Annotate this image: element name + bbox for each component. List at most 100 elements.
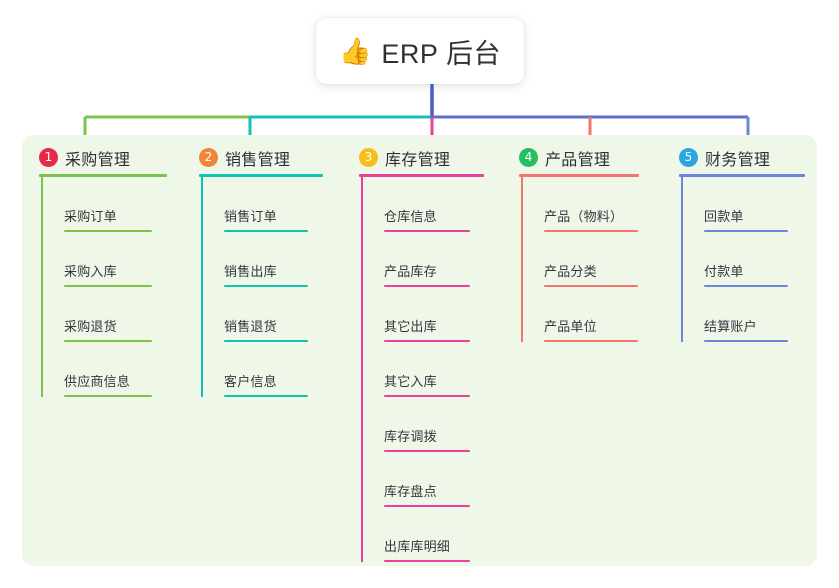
branch-item-underline [224,285,308,287]
branch-item[interactable]: 产品（物料） [521,177,662,232]
branch-item[interactable]: 回款单 [681,177,822,232]
branch-item-underline [384,560,470,562]
branch-title: 销售管理 [225,151,291,169]
branch-item[interactable]: 销售出库 [201,232,342,287]
branch-item-underline [704,285,788,287]
branch-item-label: 结算账户 [704,319,757,334]
branch-item-underline [544,285,638,287]
branch-item-underline [64,395,152,397]
branch-item-label: 销售订单 [224,209,277,224]
branch-number-badge: 1 [39,148,58,167]
root-title: ERP 后台 [381,38,501,69]
branch-item-label: 库存盘点 [384,484,437,499]
branch-title: 财务管理 [705,151,771,169]
branch-item[interactable]: 采购入库 [41,232,182,287]
branch-item-underline [384,505,470,507]
branch-item[interactable]: 产品单位 [521,287,662,342]
branch-title: 库存管理 [385,151,451,169]
branch-spine [681,177,683,342]
branch-item-underline [544,230,638,232]
branch-item-label: 产品单位 [544,319,597,334]
branch-item-label: 供应商信息 [64,374,131,389]
branch-header-5[interactable]: 5 财务管理 [679,135,822,171]
branch-item-underline [384,340,470,342]
branch-item-underline [384,395,470,397]
branch-item-label: 采购入库 [64,264,117,279]
branch-item[interactable]: 其它入库 [361,342,502,397]
branch-items: 采购订单采购入库采购退货供应商信息 [39,177,182,397]
branches-panel [22,135,817,566]
branch-item-label: 仓库信息 [384,209,437,224]
branch-column-5: 5 财务管理回款单付款单结算账户 [662,135,822,566]
branch-item[interactable]: 其它出库 [361,287,502,342]
branch-item[interactable]: 产品库存 [361,232,502,287]
branch-item-underline [544,340,638,342]
branch-item[interactable]: 采购订单 [41,177,182,232]
branch-item-underline [64,230,152,232]
branch-item[interactable]: 销售订单 [201,177,342,232]
branch-item-label: 客户信息 [224,374,277,389]
branch-item-label: 产品库存 [384,264,437,279]
branch-item-underline [224,340,308,342]
branch-item[interactable]: 仓库信息 [361,177,502,232]
branch-item[interactable]: 客户信息 [201,342,342,397]
branch-spine [521,177,523,342]
branch-underline [359,174,484,177]
branch-item-label: 采购退货 [64,319,117,334]
branch-item-underline [64,285,152,287]
branch-underline [39,174,167,177]
branch-item[interactable]: 库存调拨 [361,397,502,452]
branch-item[interactable]: 采购退货 [41,287,182,342]
branch-item-label: 回款单 [704,209,744,224]
branch-title: 采购管理 [65,151,131,169]
branch-underline [199,174,323,177]
branch-item[interactable]: 销售退货 [201,287,342,342]
branch-spine [201,177,203,397]
branch-item[interactable]: 供应商信息 [41,342,182,397]
branch-item-label: 出库库明细 [384,539,451,554]
branch-item-label: 销售出库 [224,264,277,279]
branch-items: 产品（物料） 产品分类产品单位 [519,177,662,342]
branch-item-label: 库存调拨 [384,429,437,444]
branch-underline [519,174,639,177]
branch-item-label: 销售退货 [224,319,277,334]
branch-spine [361,177,363,562]
branch-item-label: 产品（物料） [544,209,624,224]
branch-item[interactable]: 产品分类 [521,232,662,287]
branch-item-label: 采购订单 [64,209,117,224]
branch-item[interactable]: 付款单 [681,232,822,287]
branch-item-label: 产品分类 [544,264,597,279]
branch-number-badge: 3 [359,148,378,167]
branch-item-underline [384,230,470,232]
branch-item[interactable]: 库存盘点 [361,452,502,507]
branch-underline [679,174,805,177]
branch-column-4: 4 产品管理产品（物料） 产品分类产品单位 [502,135,662,566]
branch-title: 产品管理 [545,151,611,169]
branch-item-underline [384,285,470,287]
branch-header-4[interactable]: 4 产品管理 [519,135,662,171]
branch-number-badge: 4 [519,148,538,167]
branch-items: 仓库信息产品库存其它出库其它入库库存调拨库存盘点出库库明细 [359,177,502,562]
branch-item-underline [64,340,152,342]
branch-item-underline [224,230,308,232]
thumbs-up-icon: 👍 [339,36,372,66]
branch-items: 销售订单销售出库销售退货客户信息 [199,177,342,397]
branch-header-3[interactable]: 3 库存管理 [359,135,502,171]
branch-item-label: 其它入库 [384,374,437,389]
branch-number-badge: 5 [679,148,698,167]
branch-item-underline [384,450,470,452]
branch-item[interactable]: 结算账户 [681,287,822,342]
branch-header-1[interactable]: 1 采购管理 [39,135,182,171]
branch-item[interactable]: 出库库明细 [361,507,502,562]
branch-spine [41,177,43,397]
branch-column-3: 3 库存管理仓库信息产品库存其它出库其它入库库存调拨库存盘点出库库明细 [342,135,502,566]
branch-item-underline [704,230,788,232]
branch-item-underline [704,340,788,342]
branch-items: 回款单付款单结算账户 [679,177,822,342]
branch-item-underline [224,395,308,397]
root-node[interactable]: 👍 ERP 后台 [316,18,524,84]
